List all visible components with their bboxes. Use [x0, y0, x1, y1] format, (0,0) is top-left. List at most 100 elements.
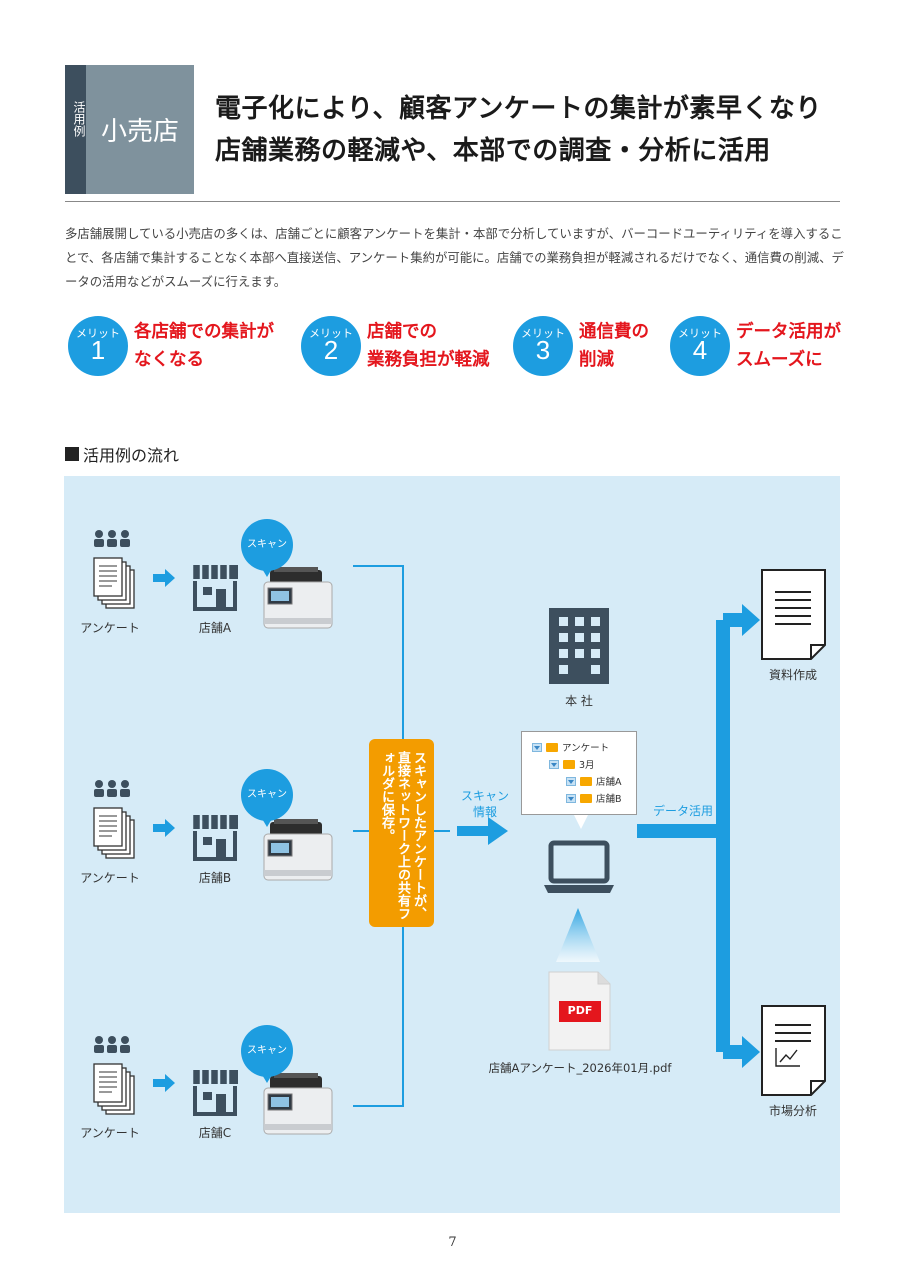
- merit-text-line-1: 各店舗での集計が: [134, 322, 274, 342]
- data-use-label: データ活用: [652, 804, 713, 818]
- folder-icon: [546, 742, 558, 752]
- expand-icon: [566, 793, 576, 803]
- folder-row: アンケート: [532, 740, 609, 754]
- merit-text-line-2: なくなる: [134, 350, 204, 370]
- folder-name: 3月: [579, 760, 595, 771]
- scan-info-label: スキャン 情報: [455, 788, 515, 820]
- headquarters-building-icon: [549, 608, 609, 684]
- store-icon: [190, 813, 240, 861]
- pdf-file-icon: [548, 971, 611, 1051]
- merit-2: メリット 2 店舗での 業務負担が軽減: [301, 316, 511, 376]
- survey-sheets-icon: [93, 557, 135, 609]
- folder-icon: [580, 793, 592, 803]
- merit-number: 3: [535, 335, 551, 365]
- pdf-filename: 店舗Aアンケート_2026年01月.pdf: [488, 1061, 672, 1075]
- category-label: 小売店: [86, 65, 194, 194]
- scan-info-line-1: スキャン: [460, 789, 509, 803]
- connector-lines: [353, 565, 450, 1107]
- people-icon: [94, 780, 130, 797]
- merit-4: メリット 4 データ活用が スムーズに: [670, 316, 850, 376]
- market-analysis-label: 市場分析: [768, 1104, 817, 1118]
- headline: 電子化により、顧客アンケートの集計が素早くなり 店舗業務の軽減や、本部での調査・…: [215, 88, 855, 172]
- survey-label: アンケート: [80, 871, 140, 885]
- headquarters-label: 本 社: [565, 694, 593, 708]
- store-icon: [190, 563, 240, 611]
- arrow-to-analysis-icon: [723, 1036, 760, 1068]
- folder-icon: [580, 776, 592, 786]
- folder-icon: [563, 759, 575, 769]
- survey-sheets-icon: [93, 1063, 135, 1115]
- report-label: 資料作成: [768, 668, 817, 682]
- flow-heading: 活用例の流れ: [65, 442, 179, 466]
- expand-icon: [549, 759, 559, 769]
- expand-icon: [532, 742, 542, 752]
- market-analysis-document-icon: [761, 1005, 826, 1096]
- people-icon: [94, 530, 130, 547]
- merit-text: データ活用が スムーズに: [736, 318, 886, 374]
- merit-number: 2: [323, 335, 339, 365]
- merit-text-line-1: 通信費の: [579, 322, 649, 342]
- scanner-icon: [263, 566, 333, 629]
- merit-badge: メリット 4: [670, 316, 730, 376]
- scan-bubble: スキャン: [241, 1025, 293, 1083]
- merit-text-line-1: 店舗での: [367, 322, 437, 342]
- store-icon: [190, 1068, 240, 1116]
- survey-sheets-icon: [93, 807, 135, 859]
- scanner-icon: [263, 818, 333, 881]
- arrow-right-icon: [153, 1074, 175, 1092]
- merit-label: メリット: [521, 327, 565, 340]
- store-label: 店舗B: [198, 871, 232, 885]
- folder-name: アンケート: [562, 743, 610, 754]
- store-label: 店舗C: [198, 1126, 232, 1140]
- merit-3: メリット 3 通信費の 削減: [513, 316, 663, 376]
- intro-paragraph: 多店舗展開している小売店の多くは、店舗ごとに顧客アンケートを集計・本部で分析して…: [65, 226, 844, 289]
- survey-label: アンケート: [80, 621, 140, 635]
- scan-bubble: スキャン: [241, 519, 293, 577]
- headline-line-1: 電子化により、顧客アンケートの集計が素早くなり: [215, 94, 822, 124]
- laptop-icon: [544, 840, 614, 893]
- shared-folder-note-text: スキャンしたアンケートが、直接ネットワーク上の共有フォルダに保存。: [379, 751, 426, 920]
- header-divider: [65, 201, 840, 202]
- merit-number: 1: [90, 335, 106, 365]
- merit-label: メリット: [309, 327, 353, 340]
- folder-tree-popup: アンケート 3月 店舗A 店舗B: [521, 731, 637, 829]
- arrow-right-icon: [153, 819, 175, 837]
- merit-label: メリット: [76, 327, 120, 340]
- merit-text-line-2: スムーズに: [736, 350, 823, 370]
- merit-text: 通信費の 削減: [579, 318, 729, 374]
- merit-1: メリット 1 各店舗での集計が なくなる: [68, 316, 288, 376]
- merit-text-line-1: データ活用が: [736, 322, 841, 342]
- folder-row: 店舗B: [566, 791, 622, 805]
- merit-text: 各店舗での集計が なくなる: [134, 318, 284, 374]
- data-use-lines: [637, 620, 730, 1052]
- merit-label: メリット: [678, 327, 722, 340]
- folder-row: 3月: [549, 757, 595, 771]
- folder-row: 店舗A: [566, 774, 622, 788]
- transfer-beam: [556, 908, 600, 962]
- shared-folder-note: スキャンしたアンケートが、直接ネットワーク上の共有フォルダに保存。: [369, 739, 434, 927]
- page-number: 7: [448, 1235, 457, 1250]
- folder-name: 店舗A: [596, 777, 622, 788]
- headline-line-2: 店舗業務の軽減や、本部での調査・分析に活用: [215, 136, 771, 166]
- merit-badge: メリット 3: [513, 316, 573, 376]
- store-label: 店舗A: [198, 621, 232, 635]
- scan-info-line-2: 情報: [472, 805, 497, 819]
- merit-text-line-2: 業務負担が軽減: [367, 350, 490, 370]
- folder-name: 店舗B: [596, 794, 622, 805]
- merit-number: 4: [692, 335, 708, 365]
- category-tag-bar: 活用例: [65, 65, 86, 194]
- arrow-to-report-icon: [723, 604, 760, 636]
- heading-square-icon: [65, 447, 79, 461]
- report-document-icon: [761, 569, 826, 660]
- merit-text: 店舗での 業務負担が軽減: [367, 318, 517, 374]
- merit-text-line-2: 削減: [579, 350, 614, 370]
- flow-heading-text: 活用例の流れ: [83, 446, 180, 465]
- category-tag: 活用例: [72, 101, 86, 137]
- scan-bubble: スキャン: [241, 769, 293, 827]
- survey-label: アンケート: [80, 1126, 140, 1140]
- merit-badge: メリット 2: [301, 316, 361, 376]
- scan-info-arrow-icon: [457, 817, 508, 845]
- merit-badge: メリット 1: [68, 316, 128, 376]
- scanner-icon: [263, 1072, 333, 1135]
